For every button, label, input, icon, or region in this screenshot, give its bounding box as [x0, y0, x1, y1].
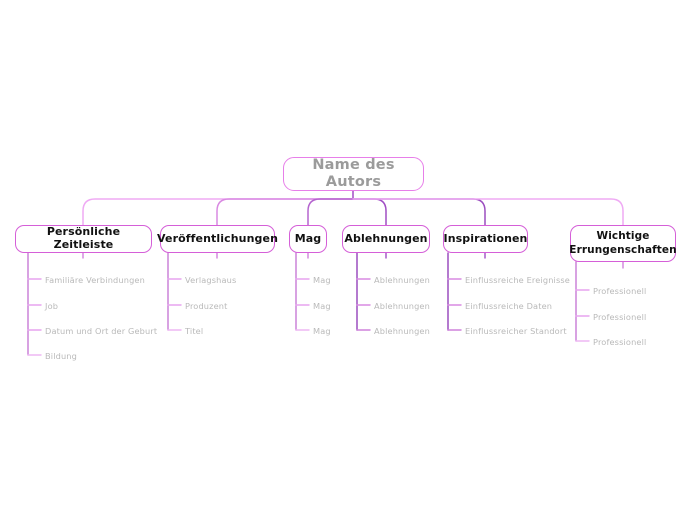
node-branch-mag[interactable]: Mag [289, 225, 327, 253]
leaf-item[interactable]: Titel [185, 326, 204, 336]
leaf-item[interactable]: Mag [313, 275, 331, 285]
leaf-item[interactable]: Bildung [45, 351, 77, 361]
node-branch-wichtige-errungenschaften[interactable]: Wichtige Errungenschaften [569, 225, 677, 262]
node-branch-label-line1: Wichtige [596, 230, 650, 243]
node-root-label: Name des Autors [312, 156, 395, 190]
link-root-to-branch-1 [82, 198, 354, 226]
node-branch-persoenliche-zeitleiste[interactable]: Persönliche Zeitleiste [15, 225, 152, 253]
node-branch-label: Inspirationen [443, 231, 528, 245]
leaf-item[interactable]: Datum und Ort der Geburt [45, 326, 158, 336]
leaf-item[interactable]: Ablehnungen [374, 326, 430, 336]
node-branch-inspirationen[interactable]: Inspirationen [443, 225, 528, 253]
leaf-item[interactable]: Mag [313, 301, 331, 311]
node-branch-ablehnungen[interactable]: Ablehnungen [342, 225, 430, 253]
node-root[interactable]: Name des Autors [283, 157, 424, 191]
node-branch-label-line2: Errungenschaften [569, 243, 677, 256]
leaf-item[interactable]: Professionell [593, 312, 647, 322]
leaf-item[interactable]: Einflussreiche Ereignisse [465, 275, 570, 285]
node-branch-label: Mag [294, 231, 322, 245]
node-branch-label: Veröffentlichungen [157, 231, 278, 245]
link-root-to-branch-5 [352, 198, 486, 226]
node-branch-label: Ablehnungen [344, 231, 428, 245]
leaf-item[interactable]: Professionell [593, 337, 647, 347]
link-root-to-branch-4 [352, 198, 387, 226]
leaf-item[interactable]: Produzent [185, 301, 228, 311]
node-branch-veroeffentlichungen[interactable]: Veröffentlichungen [157, 225, 278, 253]
leaf-item[interactable]: Einflussreicher Standort [465, 326, 567, 336]
leaf-item[interactable]: Ablehnungen [374, 275, 430, 285]
link-root-to-branch-2 [216, 198, 354, 226]
leaf-item[interactable]: Professionell [593, 286, 647, 296]
leaf-item[interactable]: Familiäre Verbindungen [45, 275, 145, 285]
leaf-item[interactable]: Ablehnungen [374, 301, 430, 311]
leaf-item[interactable]: Job [45, 301, 59, 311]
leaf-item[interactable]: Mag [313, 326, 331, 336]
leaf-item[interactable]: Verlagshaus [185, 275, 237, 285]
link-root-to-branch-6 [352, 198, 624, 226]
node-branch-label: Persönliche Zeitleiste [46, 225, 121, 251]
link-root-to-branch-3 [307, 198, 354, 226]
leaf-item[interactable]: Einflussreiche Daten [465, 301, 553, 311]
